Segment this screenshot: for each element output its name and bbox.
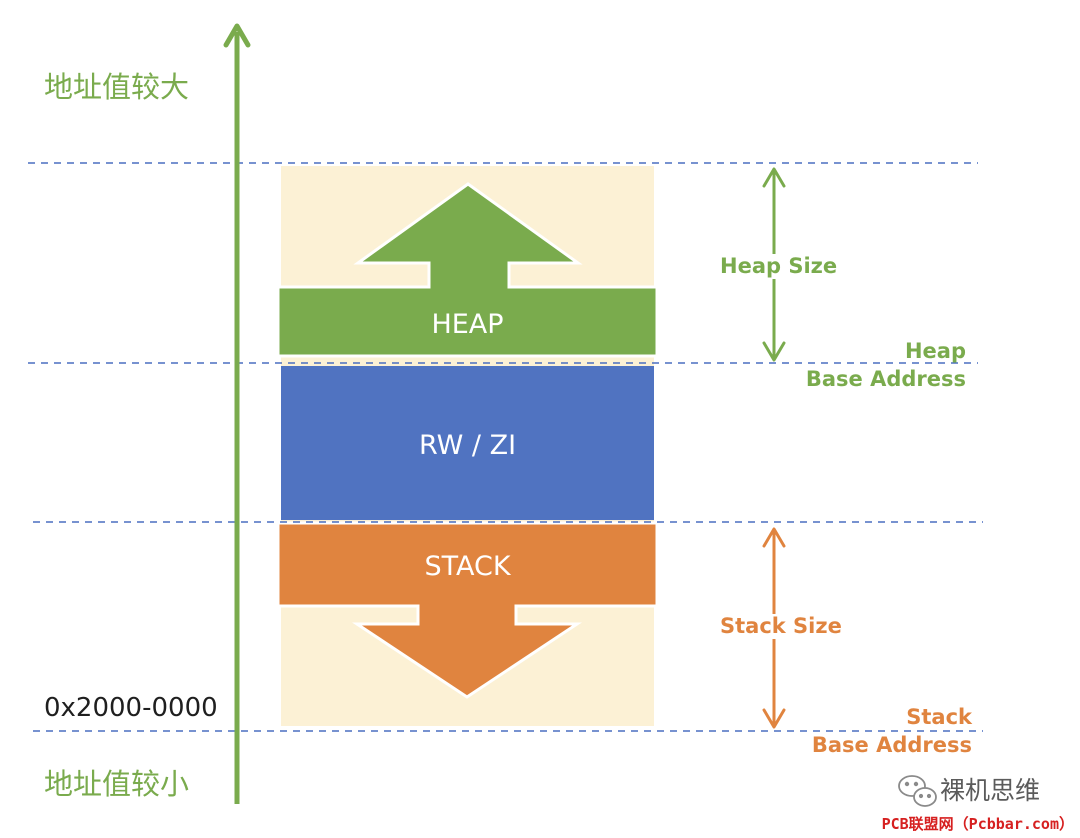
stack-base-line2: Base Address: [811, 733, 972, 757]
heap-base-address-label: Heap Base Address: [806, 337, 966, 393]
boundary-lines: [28, 162, 983, 732]
axis-top-label: 地址值较大: [44, 70, 190, 104]
stack-size-label: Stack Size: [720, 614, 842, 639]
rw-zi-label: RW / ZI: [418, 430, 517, 461]
stack-label: STACK: [424, 551, 511, 582]
rw-zi-block: [281, 366, 654, 520]
base-address-label: 0x2000-0000: [44, 693, 218, 723]
heap-base-line1: Heap: [904, 339, 966, 363]
wechat-icon: [898, 775, 937, 807]
axis-bottom-label: 地址值较小: [44, 767, 190, 801]
heap-size-label: Heap Size: [720, 254, 838, 279]
footer-text: PCB联盟网（Pcbbar.com）: [881, 815, 1074, 833]
stack-arrow-block: [276, 521, 659, 699]
heap-label: HEAP: [431, 309, 504, 340]
stack-base-address-label: Stack Base Address: [812, 703, 972, 759]
heap-base-line2: Base Address: [805, 367, 966, 391]
address-axis-arrowhead: [223, 23, 251, 48]
heap-arrow-block: [276, 182, 659, 358]
stack-base-line1: Stack: [906, 705, 972, 729]
watermark-text: 裸机思维: [940, 776, 1041, 805]
